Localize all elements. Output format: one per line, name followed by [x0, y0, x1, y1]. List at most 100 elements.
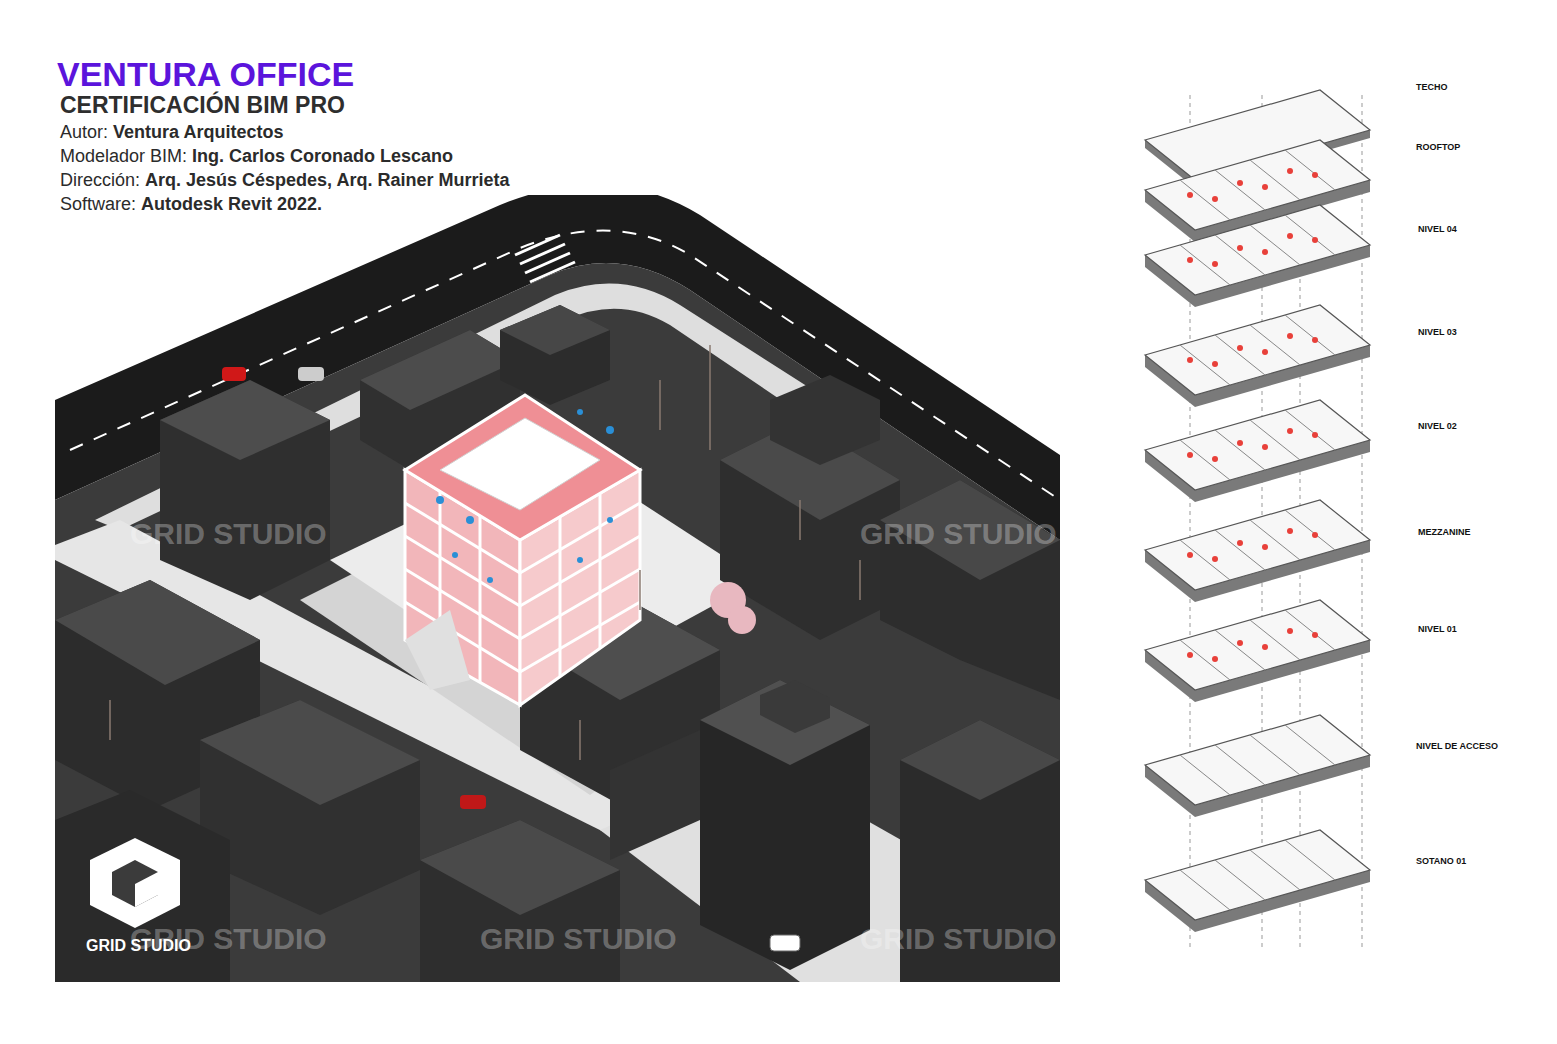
credit-key: Software:: [60, 194, 136, 214]
watermark: GRID STUDIO: [480, 922, 677, 957]
furniture-mark: [1287, 428, 1293, 434]
partition: [1180, 345, 1230, 385]
partition: [1215, 335, 1265, 375]
logo-text: GRID STUDIO: [86, 937, 191, 955]
credit-value: Arq. Jesús Céspedes, Arq. Rainer Murriet…: [145, 170, 509, 190]
partition: [1285, 150, 1335, 190]
level-label: TECHO: [1416, 82, 1448, 92]
furniture-mark: [1312, 172, 1318, 178]
furniture-mark: [1287, 168, 1293, 174]
furniture-mark: [1212, 196, 1218, 202]
partition: [1215, 530, 1265, 570]
furniture-mark: [1237, 640, 1243, 646]
partition: [1250, 735, 1300, 775]
partition: [1180, 755, 1230, 795]
credit-key: Modelador BIM:: [60, 146, 187, 166]
furniture-mark: [1312, 337, 1318, 343]
watermark: GRID STUDIO: [860, 517, 1057, 552]
partition: [1250, 325, 1300, 365]
furniture-mark: [1262, 249, 1268, 255]
partition: [1180, 870, 1230, 910]
partition: [1215, 430, 1265, 470]
furniture-mark: [1287, 528, 1293, 534]
floor-plate: [1145, 715, 1370, 805]
floor-plate: [1145, 500, 1370, 590]
furniture-mark: [1262, 444, 1268, 450]
credit-key: Autor:: [60, 122, 108, 142]
furniture-mark: [1312, 432, 1318, 438]
furniture-mark: [1187, 192, 1193, 198]
level-label: NIVEL 04: [1418, 224, 1457, 234]
credit-value: Autodesk Revit 2022.: [141, 194, 322, 214]
furniture-mark: [1212, 261, 1218, 267]
partition: [1215, 170, 1265, 210]
floor-plate: [1145, 600, 1370, 690]
furniture-mark: [1237, 345, 1243, 351]
grid-studio-logo: [90, 838, 180, 928]
level-label: NIVEL 01: [1418, 624, 1457, 634]
partition: [1285, 610, 1335, 650]
partition: [1285, 215, 1335, 255]
axis-line: [1362, 95, 1363, 950]
furniture-mark: [1262, 644, 1268, 650]
furniture-mark: [1312, 237, 1318, 243]
furniture-mark: [1237, 440, 1243, 446]
furniture-mark: [1237, 540, 1243, 546]
partition: [1180, 640, 1230, 680]
furniture-mark: [1287, 233, 1293, 239]
furniture-mark: [1287, 628, 1293, 634]
level-label: ROOFTOP: [1416, 142, 1460, 152]
level-label: NIVEL 02: [1418, 421, 1457, 431]
furniture-mark: [1187, 652, 1193, 658]
partition: [1285, 410, 1335, 450]
partition: [1285, 315, 1335, 355]
partition: [1285, 725, 1335, 765]
credit-line: Software:Autodesk Revit 2022.: [60, 194, 322, 215]
furniture-mark: [1187, 357, 1193, 363]
furniture-mark: [1187, 552, 1193, 558]
partition: [1285, 510, 1335, 550]
furniture-mark: [1187, 257, 1193, 263]
partition: [1180, 180, 1230, 220]
partition: [1215, 630, 1265, 670]
partition: [1250, 520, 1300, 560]
furniture-mark: [1212, 656, 1218, 662]
furniture-mark: [1312, 532, 1318, 538]
partition: [1250, 850, 1300, 890]
partition: [1215, 860, 1265, 900]
title: VENTURA OFFICE: [57, 55, 354, 94]
partition: [1285, 840, 1335, 880]
credit-value: Ventura Arquitectos: [113, 122, 283, 142]
furniture-mark: [1287, 333, 1293, 339]
watermark: GRID STUDIO: [130, 517, 327, 552]
partition: [1250, 160, 1300, 200]
partition: [1250, 620, 1300, 660]
floor-plate: [1145, 305, 1370, 395]
level-label: NIVEL DE ACCESO: [1416, 741, 1498, 751]
furniture-mark: [1262, 184, 1268, 190]
partition: [1180, 440, 1230, 480]
partition: [1180, 245, 1230, 285]
partition: [1215, 745, 1265, 785]
floor-plate: [1145, 205, 1370, 295]
context-buildings: [55, 305, 1060, 982]
credit-line: Autor:Ventura Arquitectos: [60, 122, 283, 143]
credit-key: Dirección:: [60, 170, 140, 190]
floor-plate: [1145, 400, 1370, 490]
furniture-mark: [1212, 556, 1218, 562]
floor-plate: [1145, 140, 1370, 230]
furniture-mark: [1262, 544, 1268, 550]
furniture-mark: [1187, 452, 1193, 458]
subtitle: CERTIFICACIÓN BIM PRO: [60, 92, 345, 118]
credit-value: Ing. Carlos Coronado Lescano: [192, 146, 453, 166]
site-map: [55, 195, 1060, 982]
furniture-mark: [1237, 180, 1243, 186]
ventura-building: [405, 395, 640, 705]
furniture-mark: [1312, 632, 1318, 638]
level-label: NIVEL 03: [1418, 327, 1457, 337]
level-label: MEZZANINE: [1418, 527, 1471, 537]
furniture-mark: [1237, 245, 1243, 251]
credit-line: Dirección:Arq. Jesús Céspedes, Arq. Rain…: [60, 170, 510, 191]
credit-line: Modelador BIM:Ing. Carlos Coronado Lesca…: [60, 146, 453, 167]
watermark: GRID STUDIO: [860, 922, 1057, 957]
